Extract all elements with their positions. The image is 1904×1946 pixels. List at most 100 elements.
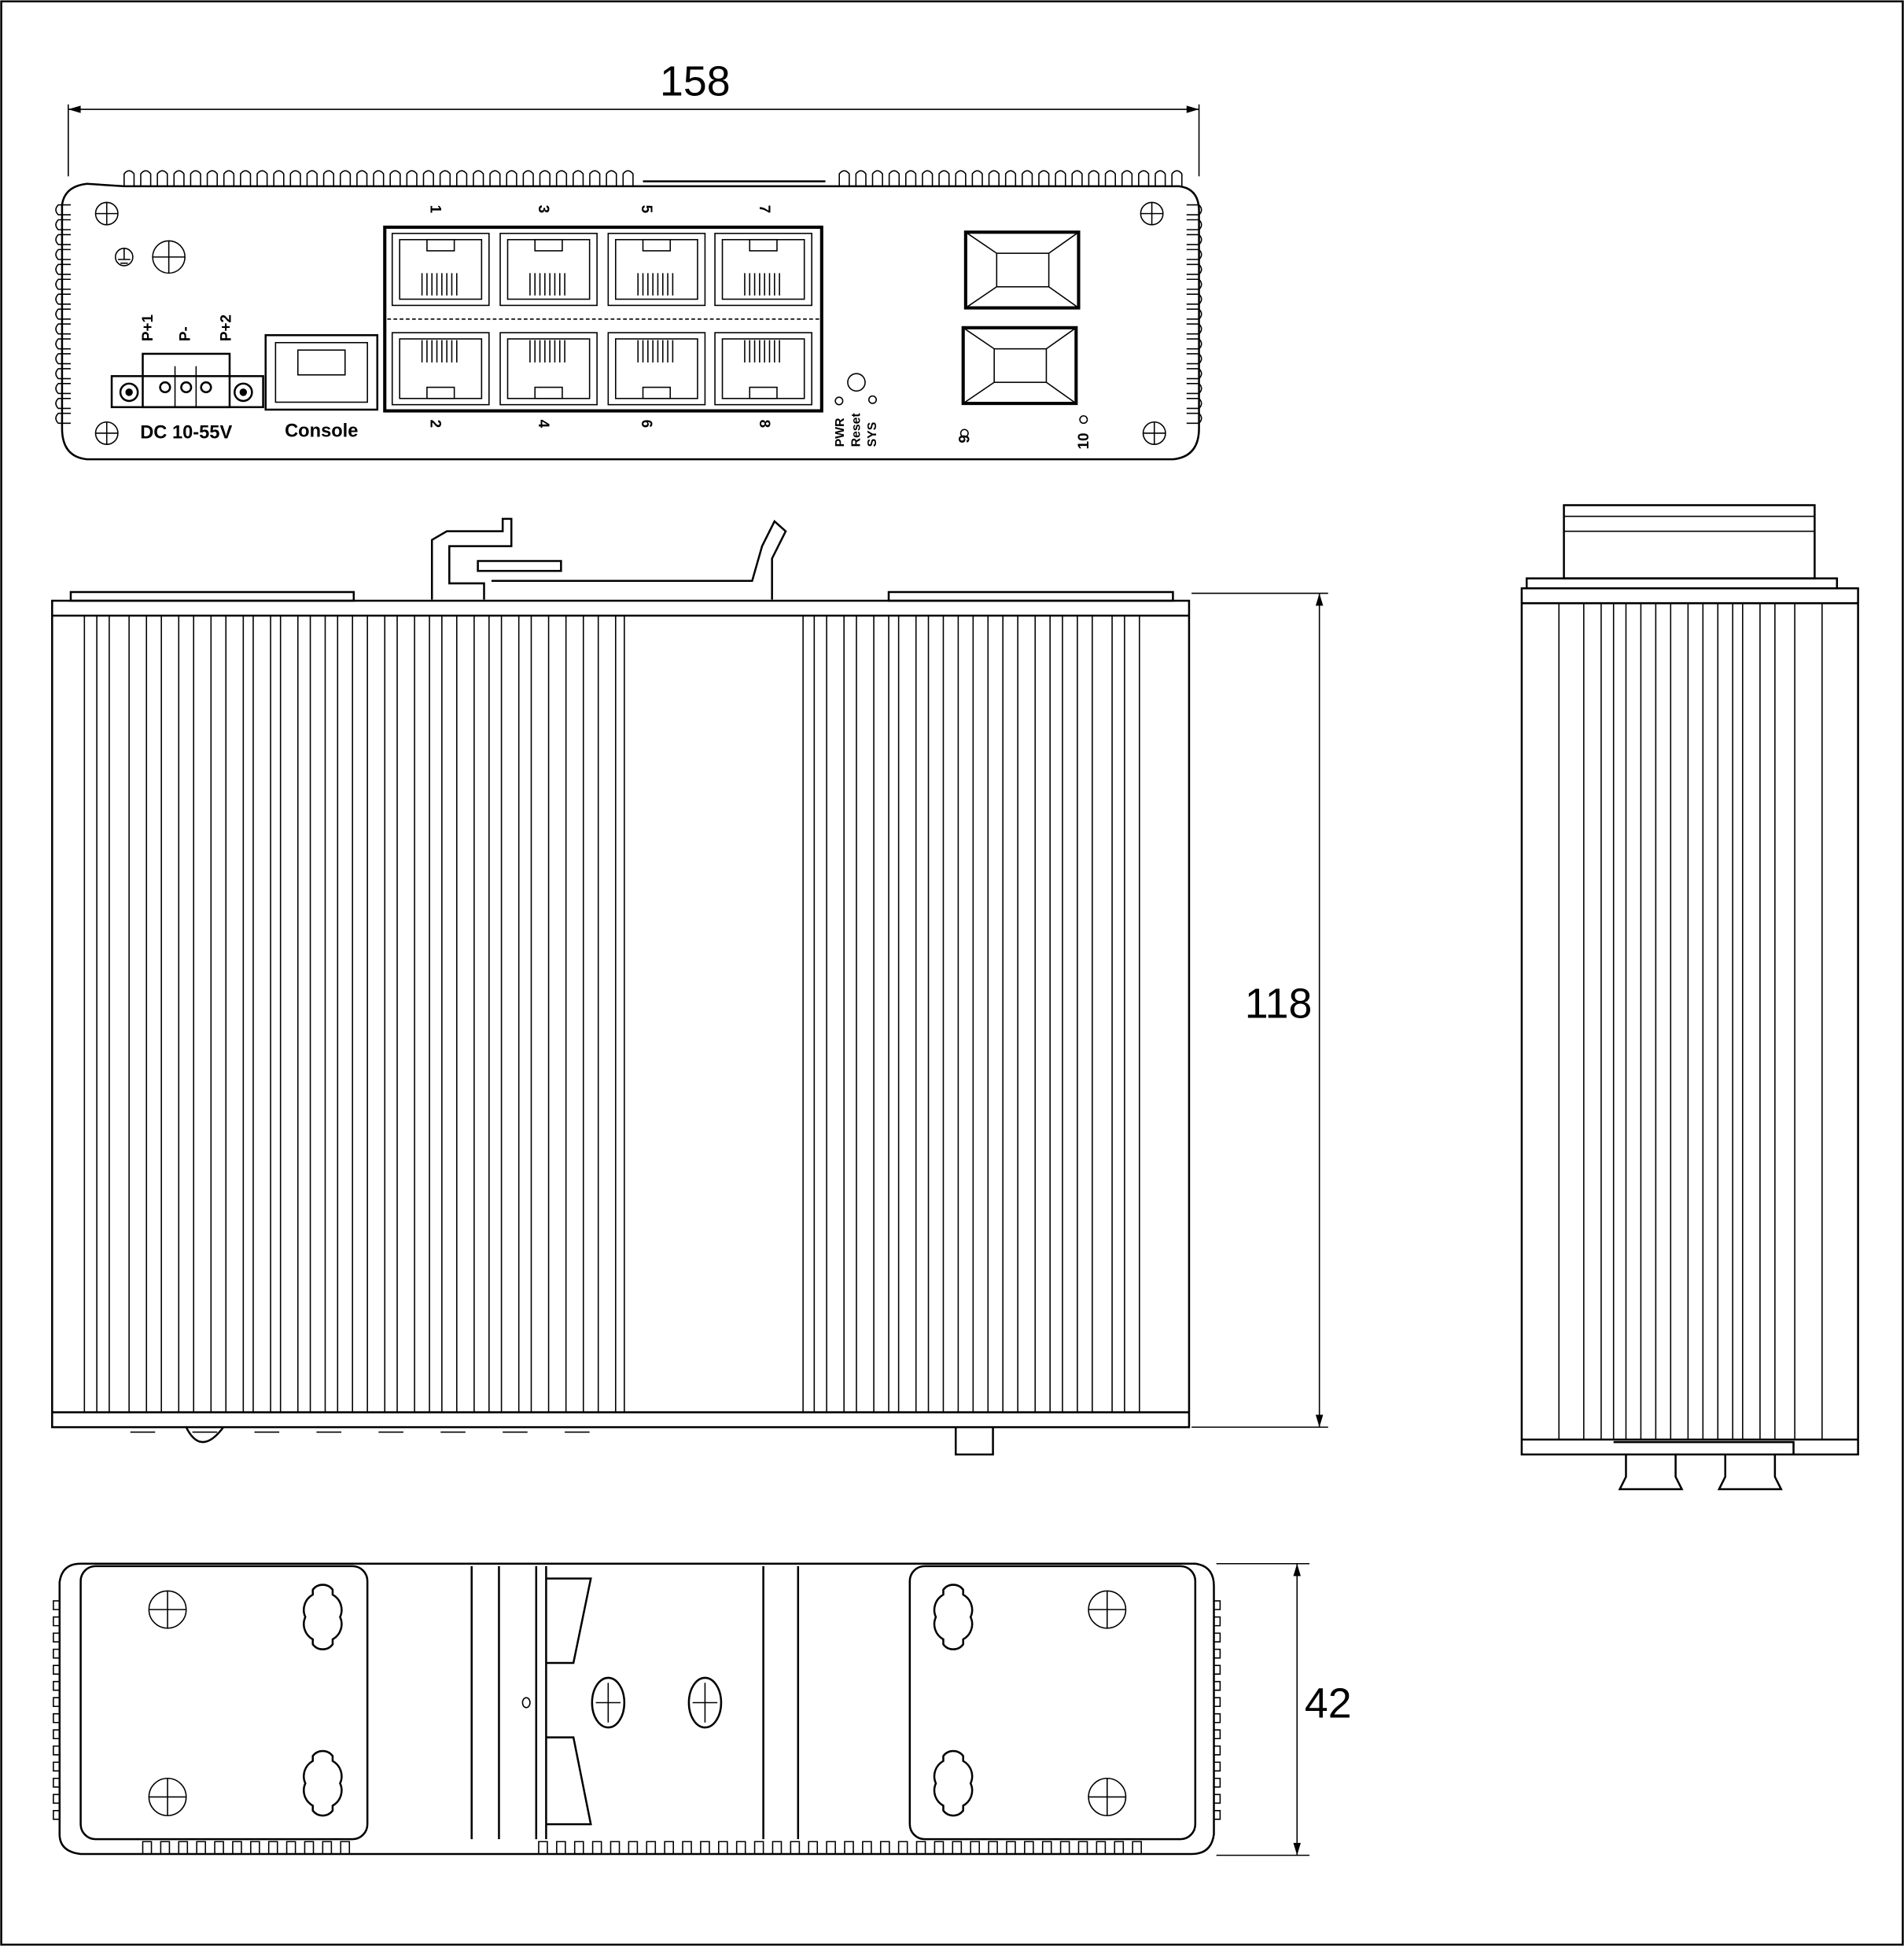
fin bbox=[53, 1600, 60, 1610]
port-label-4: 4 bbox=[535, 420, 551, 429]
fin bbox=[790, 1841, 801, 1855]
bottom-view: 42 bbox=[53, 1562, 1352, 1856]
fin bbox=[55, 234, 71, 245]
fin bbox=[422, 170, 434, 186]
fin bbox=[55, 308, 71, 320]
sfp-port bbox=[961, 326, 1078, 406]
reset-label: Reset bbox=[850, 413, 864, 447]
fin bbox=[273, 170, 285, 186]
rj45-port-inner bbox=[615, 238, 698, 300]
rj45-port-inner bbox=[506, 338, 591, 399]
fin bbox=[55, 383, 71, 395]
fin bbox=[970, 1841, 981, 1855]
fin bbox=[190, 170, 201, 186]
port-label-2: 2 bbox=[427, 420, 444, 429]
fin bbox=[1213, 1729, 1221, 1740]
fin bbox=[322, 1841, 333, 1855]
fin bbox=[240, 170, 252, 186]
fin bbox=[160, 1841, 171, 1855]
fin bbox=[53, 1697, 60, 1708]
rj45-port-inner bbox=[615, 338, 698, 399]
fin bbox=[214, 1841, 224, 1855]
fin bbox=[1186, 278, 1202, 290]
top-view: 118 bbox=[51, 517, 1328, 1456]
fin bbox=[664, 1841, 674, 1855]
fin bbox=[123, 170, 135, 186]
fin bbox=[256, 170, 268, 186]
fin bbox=[53, 1745, 60, 1756]
fin bbox=[753, 1841, 764, 1855]
led-label-sys: SYS bbox=[866, 422, 879, 447]
fin bbox=[1006, 1841, 1016, 1855]
fin bbox=[838, 170, 850, 186]
fin bbox=[622, 170, 634, 186]
fin bbox=[1022, 170, 1033, 186]
reset-button[interactable] bbox=[847, 373, 866, 392]
fin bbox=[1121, 170, 1133, 186]
rj45-latch bbox=[534, 386, 563, 399]
rj45-latch bbox=[426, 238, 455, 252]
front-panel-outline bbox=[61, 182, 1200, 461]
sfp-port-inner bbox=[993, 348, 1048, 384]
power-label-pminus: P- bbox=[177, 326, 193, 341]
rj45-port-inner bbox=[721, 338, 805, 399]
rj45-port-inner bbox=[721, 238, 805, 300]
fin bbox=[250, 1841, 260, 1855]
rj45-latch bbox=[749, 238, 778, 252]
fin bbox=[389, 170, 401, 186]
fin bbox=[1186, 308, 1202, 320]
rj45-latch bbox=[642, 238, 672, 252]
fin bbox=[1213, 1632, 1221, 1643]
fin bbox=[55, 263, 71, 275]
fin bbox=[157, 170, 168, 186]
port-label-5: 5 bbox=[638, 205, 654, 214]
port-label-1: 1 bbox=[427, 205, 444, 214]
fin bbox=[1114, 1841, 1125, 1855]
rj45-latch bbox=[642, 386, 672, 399]
fin bbox=[1213, 1712, 1221, 1723]
rj45-port bbox=[607, 233, 706, 307]
port-number-labels: 1 3 5 7 2 4 6 8 bbox=[427, 205, 772, 429]
fin bbox=[905, 170, 917, 186]
fin bbox=[53, 1648, 60, 1659]
fin bbox=[862, 1841, 872, 1855]
top-body-outline bbox=[51, 599, 1191, 1429]
fin bbox=[53, 1712, 60, 1723]
fin bbox=[322, 170, 335, 186]
height-dimension: 42 bbox=[1216, 1562, 1352, 1856]
rj45-port-inner bbox=[506, 238, 591, 300]
fin bbox=[1186, 248, 1202, 260]
fin bbox=[1186, 204, 1202, 215]
mounting-plate-right bbox=[908, 1565, 1197, 1841]
console-port[interactable] bbox=[264, 334, 379, 411]
fin bbox=[1213, 1665, 1221, 1675]
fin bbox=[206, 170, 218, 186]
fin bbox=[53, 1680, 60, 1691]
fin bbox=[55, 278, 71, 290]
fin bbox=[934, 1841, 945, 1855]
width-dimension: 158 bbox=[68, 58, 1200, 177]
port-label-8: 8 bbox=[756, 420, 772, 429]
rj45-port-inner bbox=[399, 238, 483, 300]
fin bbox=[646, 1841, 657, 1855]
fin bbox=[1213, 1793, 1221, 1804]
sys-led-icon bbox=[867, 395, 878, 404]
fin bbox=[142, 1841, 153, 1855]
fin bbox=[1213, 1761, 1221, 1772]
fin bbox=[555, 170, 568, 186]
port-label-7: 7 bbox=[756, 205, 772, 214]
fin bbox=[1186, 397, 1202, 410]
fin bbox=[888, 170, 900, 186]
fin bbox=[971, 170, 983, 186]
fin bbox=[232, 1841, 242, 1855]
fin bbox=[1071, 170, 1083, 186]
sfp-label-10: 10 bbox=[1076, 432, 1092, 449]
fin bbox=[304, 1841, 315, 1855]
fin bbox=[1186, 412, 1202, 425]
fin bbox=[1155, 170, 1166, 186]
fin bbox=[556, 1841, 566, 1855]
fin bbox=[55, 219, 71, 230]
fin bbox=[808, 1841, 819, 1855]
fin bbox=[196, 1841, 206, 1855]
